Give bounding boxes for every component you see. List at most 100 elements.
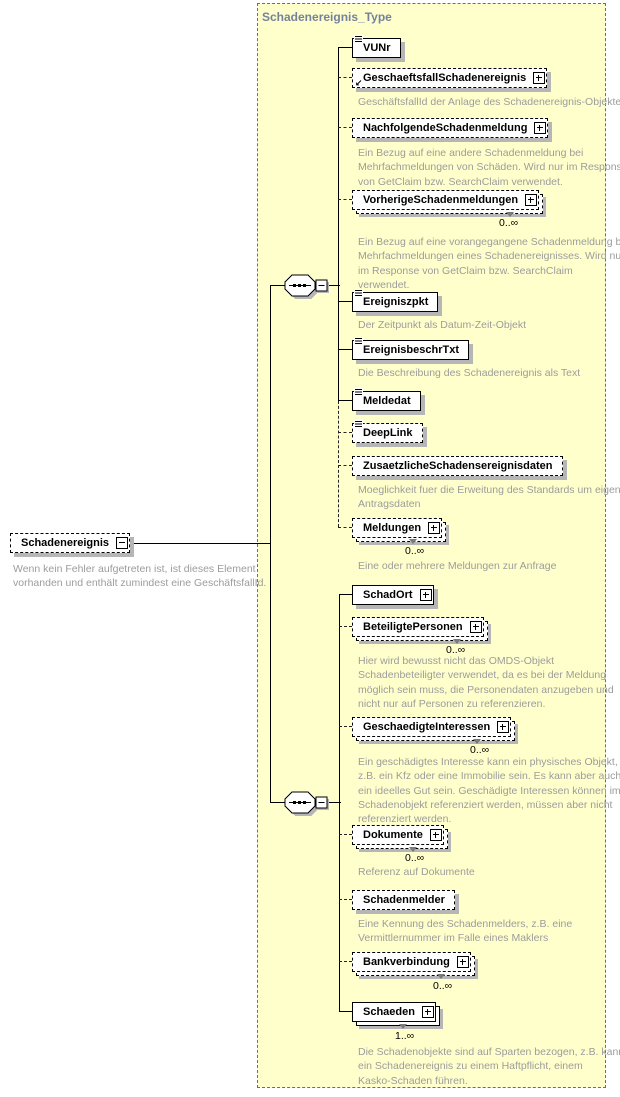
- text-content-icon: [354, 420, 363, 428]
- expand-plus-icon[interactable]: [456, 956, 469, 968]
- element-description: GeschäftsfallId der Anlage des Schadener…: [358, 96, 620, 108]
- group2-trunk-line: [339, 594, 340, 1012]
- element-geschaedigte-interessen[interactable]: GeschaedigteInteressen: [352, 717, 516, 741]
- element-nachfolgende-schadenmeldung[interactable]: NachfolgendeSchadenmeldung: [352, 118, 549, 138]
- element-zusaetzliche-schadensereignisdaten-box[interactable]: ZusaetzlicheSchadensereignisdaten: [352, 456, 563, 476]
- element-description: Ein Bezug auf eine andere Schadenmeldung…: [358, 147, 620, 188]
- element-schadenereignis-box[interactable]: Schadenereignis: [10, 533, 131, 553]
- element-label: Schadenereignis: [21, 537, 110, 549]
- element-label: SchadOrt: [363, 589, 413, 601]
- expand-plus-icon[interactable]: [469, 621, 482, 633]
- sequence-compositor-icon[interactable]: [283, 271, 331, 303]
- multi-instance-marker: [409, 847, 417, 852]
- cardinality-label: 0..∞: [405, 852, 425, 864]
- element-description: Eine oder mehrere Meldungen zur Anfrage: [358, 560, 557, 572]
- cardinality-label: 0..∞: [470, 744, 490, 756]
- element-beteiligte-personen-box[interactable]: BeteiligtePersonen: [352, 617, 484, 637]
- collapse-minus-icon[interactable]: [116, 537, 129, 549]
- text-content-icon: [354, 337, 363, 345]
- expand-plus-icon[interactable]: [421, 1006, 434, 1018]
- element-dokumente[interactable]: Dokumente: [352, 825, 448, 849]
- element-deeplink-box[interactable]: DeepLink: [352, 420, 423, 443]
- connector-line: [339, 834, 352, 835]
- multi-instance-marker: [437, 974, 445, 979]
- connector-line: [338, 199, 352, 200]
- element-schaeden[interactable]: Schaeden: [352, 1002, 440, 1026]
- element-meldungen[interactable]: Meldungen: [352, 518, 447, 542]
- element-label: Meldungen: [363, 522, 422, 534]
- reference-arrow-icon: ↙: [355, 78, 363, 88]
- element-geschaeftsfall-schadenereignis[interactable]: ↙ GeschaeftsfallSchadenereignis: [352, 68, 548, 88]
- element-vorherige-schadenmeldungen-box[interactable]: VorherigeSchadenmeldungen: [352, 190, 540, 210]
- element-schadenereignis[interactable]: Schadenereignis: [10, 533, 131, 553]
- element-geschaeftsfall-schadenereignis-box[interactable]: ↙ GeschaeftsfallSchadenereignis: [352, 68, 548, 88]
- expand-plus-icon[interactable]: [525, 194, 538, 206]
- element-description: Ein geschädigtes Interesse kann ein phys…: [358, 756, 620, 826]
- connector-line: [338, 127, 352, 128]
- text-content-icon: [354, 289, 363, 297]
- element-vunr[interactable]: VUNr: [352, 35, 401, 58]
- connector-line: [338, 47, 352, 48]
- expand-plus-icon[interactable]: [428, 522, 441, 534]
- text-content-icon: [354, 388, 363, 396]
- element-bankverbindung[interactable]: Bankverbindung: [352, 952, 475, 976]
- element-description: Hier wird bewusst nicht das OMDS-Objekt …: [358, 655, 614, 710]
- expand-plus-icon[interactable]: [497, 721, 510, 733]
- element-description: Die Beschreibung des Schadenereignis als…: [358, 367, 581, 379]
- sequence-compositor-icon[interactable]: [283, 788, 331, 820]
- cardinality-label: 0..∞: [405, 545, 425, 557]
- expand-plus-icon[interactable]: [429, 829, 442, 841]
- element-meldedat[interactable]: Meldedat: [352, 388, 421, 411]
- connector-line: [338, 400, 352, 401]
- element-description: Die Schadenobjekte sind auf Sparten bezo…: [358, 1046, 620, 1087]
- element-meldungen-box[interactable]: Meldungen: [352, 518, 443, 538]
- element-label: Dokumente: [363, 829, 423, 841]
- element-geschaedigte-interessen-box[interactable]: GeschaedigteInteressen: [352, 717, 512, 737]
- element-ereignisbeschrtxt[interactable]: EreignisbeschrTxt: [352, 337, 469, 360]
- element-ereignisbeschrtxt-box[interactable]: EreignisbeschrTxt: [352, 337, 469, 360]
- group1-trunk-line-optional: [338, 401, 339, 527]
- element-schadort-box[interactable]: SchadOrt: [352, 585, 434, 605]
- connector-line: [339, 594, 352, 595]
- expand-plus-icon[interactable]: [419, 589, 432, 601]
- element-schadenmelder-box[interactable]: Schadenmelder: [352, 890, 455, 910]
- element-vunr-box[interactable]: VUNr: [352, 35, 401, 58]
- element-deeplink[interactable]: DeepLink: [352, 420, 423, 443]
- expand-plus-icon[interactable]: [534, 122, 547, 134]
- element-description: Der Zeitpunkt als Datum-Zeit-Objekt: [358, 319, 527, 331]
- element-description: Eine Kennung des Schadenmelders, z.B. ei…: [358, 918, 573, 945]
- element-meldedat-box[interactable]: Meldedat: [352, 388, 421, 411]
- element-dokumente-box[interactable]: Dokumente: [352, 825, 444, 845]
- element-schaeden-box[interactable]: Schaeden: [352, 1002, 436, 1022]
- connector-line: [339, 1011, 352, 1012]
- element-ereigniszpkt-box[interactable]: Ereigniszpkt: [352, 289, 439, 312]
- text-content-icon: [354, 35, 363, 43]
- element-zusaetzliche-schadensereignisdaten[interactable]: ZusaetzlicheSchadensereignisdaten: [352, 456, 563, 476]
- expand-plus-icon[interactable]: [533, 72, 546, 84]
- element-vorherige-schadenmeldungen[interactable]: VorherigeSchadenmeldungen: [352, 190, 544, 214]
- element-nachfolgende-schadenmeldung-box[interactable]: NachfolgendeSchadenmeldung: [352, 118, 549, 138]
- multi-instance-marker: [399, 1024, 407, 1029]
- connector-line: [339, 626, 352, 627]
- element-label: Meldedat: [363, 395, 411, 407]
- element-beteiligte-personen[interactable]: BeteiligtePersonen: [352, 617, 488, 641]
- element-bankverbindung-box[interactable]: Bankverbindung: [352, 952, 471, 972]
- element-label: NachfolgendeSchadenmeldung: [363, 122, 528, 134]
- connector-line: [338, 349, 352, 350]
- element-label: Ereigniszpkt: [363, 296, 429, 308]
- connector-line: [338, 301, 352, 302]
- element-description: Moeglichkeit fuer die Erweitung des Stan…: [358, 484, 620, 511]
- element-schadort[interactable]: SchadOrt: [352, 585, 434, 605]
- element-schadenmelder[interactable]: Schadenmelder: [352, 890, 455, 910]
- multi-instance-marker: [409, 539, 417, 544]
- connector-line: [339, 961, 352, 962]
- element-description: Wenn kein Fehler aufgetreten ist, ist di…: [13, 563, 267, 590]
- connector-line: [124, 543, 270, 544]
- element-description: Referenz auf Dokumente: [358, 866, 475, 878]
- cardinality-label: 0..∞: [433, 980, 453, 992]
- element-label: ZusaetzlicheSchadensereignisdaten: [363, 460, 553, 472]
- trunk-line: [270, 285, 271, 803]
- element-ereigniszpkt[interactable]: Ereigniszpkt: [352, 289, 439, 312]
- element-label: Schadenmelder: [363, 894, 445, 906]
